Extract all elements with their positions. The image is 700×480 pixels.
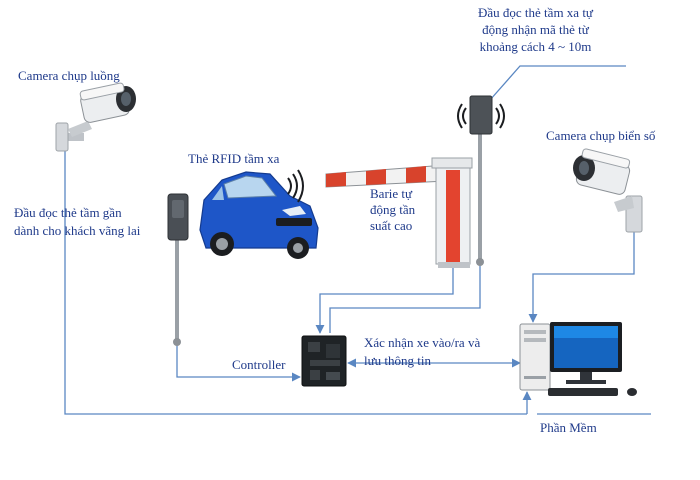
label-confirm: Xác nhận xe vào/ra và lưu thông tin xyxy=(364,334,480,370)
label-long-range-reader-line-1: Đầu đọc thẻ tầm xa tự xyxy=(478,5,593,20)
label-camera-lane: Camera chụp luồng xyxy=(18,68,120,83)
wiring xyxy=(64,65,651,415)
wire-reader-to-controller xyxy=(176,345,301,382)
label-barrier-line-1: Barie tự xyxy=(370,186,413,201)
label-long-range-reader-line-3: khoảng cách 4 ~ 10m xyxy=(479,39,592,54)
label-short-range-reader: Đầu đọc thẻ tầm gần dành cho khách vãng … xyxy=(14,204,140,240)
wire-barrier-to-controller xyxy=(315,268,454,334)
computer-icon xyxy=(519,322,637,396)
label-confirm-line-1: Xác nhận xe vào/ra và xyxy=(364,335,481,350)
wire-reader-to-controller-2 xyxy=(329,265,481,333)
label-confirm-line-2: lưu thông tin xyxy=(364,353,431,368)
label-rfid-card: Thẻ RFID tầm xa xyxy=(188,151,280,166)
label-software: Phần Mềm xyxy=(540,420,597,435)
barrier-icon xyxy=(325,157,473,268)
controller-board-icon xyxy=(301,335,347,387)
label-controller: Controller xyxy=(232,357,286,372)
car-icon xyxy=(199,171,319,259)
callout-reader-leader xyxy=(489,65,626,101)
rfid-reader-icon xyxy=(469,95,493,266)
wireless-signal-icon xyxy=(457,103,505,129)
rfid-reader-icon xyxy=(167,193,189,346)
label-short-range-reader-line-1: Đầu đọc thẻ tầm gần xyxy=(14,205,122,220)
wire-lane-camera-to-pc xyxy=(64,150,527,415)
camera-icon xyxy=(55,82,136,152)
wireless-signal-icon xyxy=(287,169,304,203)
label-barrier-line-2: động tần xyxy=(370,202,416,217)
label-camera-plate: Camera chụp biển số xyxy=(546,128,656,143)
label-long-range-reader-line-2: động nhận mã thẻ từ xyxy=(482,22,589,37)
wire-plate-camera-to-pc xyxy=(528,232,635,323)
label-long-range-reader: Đầu đọc thẻ tầm xa tự động nhận mã thẻ t… xyxy=(478,4,593,55)
label-short-range-reader-line-2: dành cho khách vãng lai xyxy=(14,223,141,238)
camera-icon xyxy=(573,148,643,233)
label-barrier-line-3: suất cao xyxy=(370,218,413,233)
label-barrier: Barie tự động tần suất cao xyxy=(370,186,415,234)
